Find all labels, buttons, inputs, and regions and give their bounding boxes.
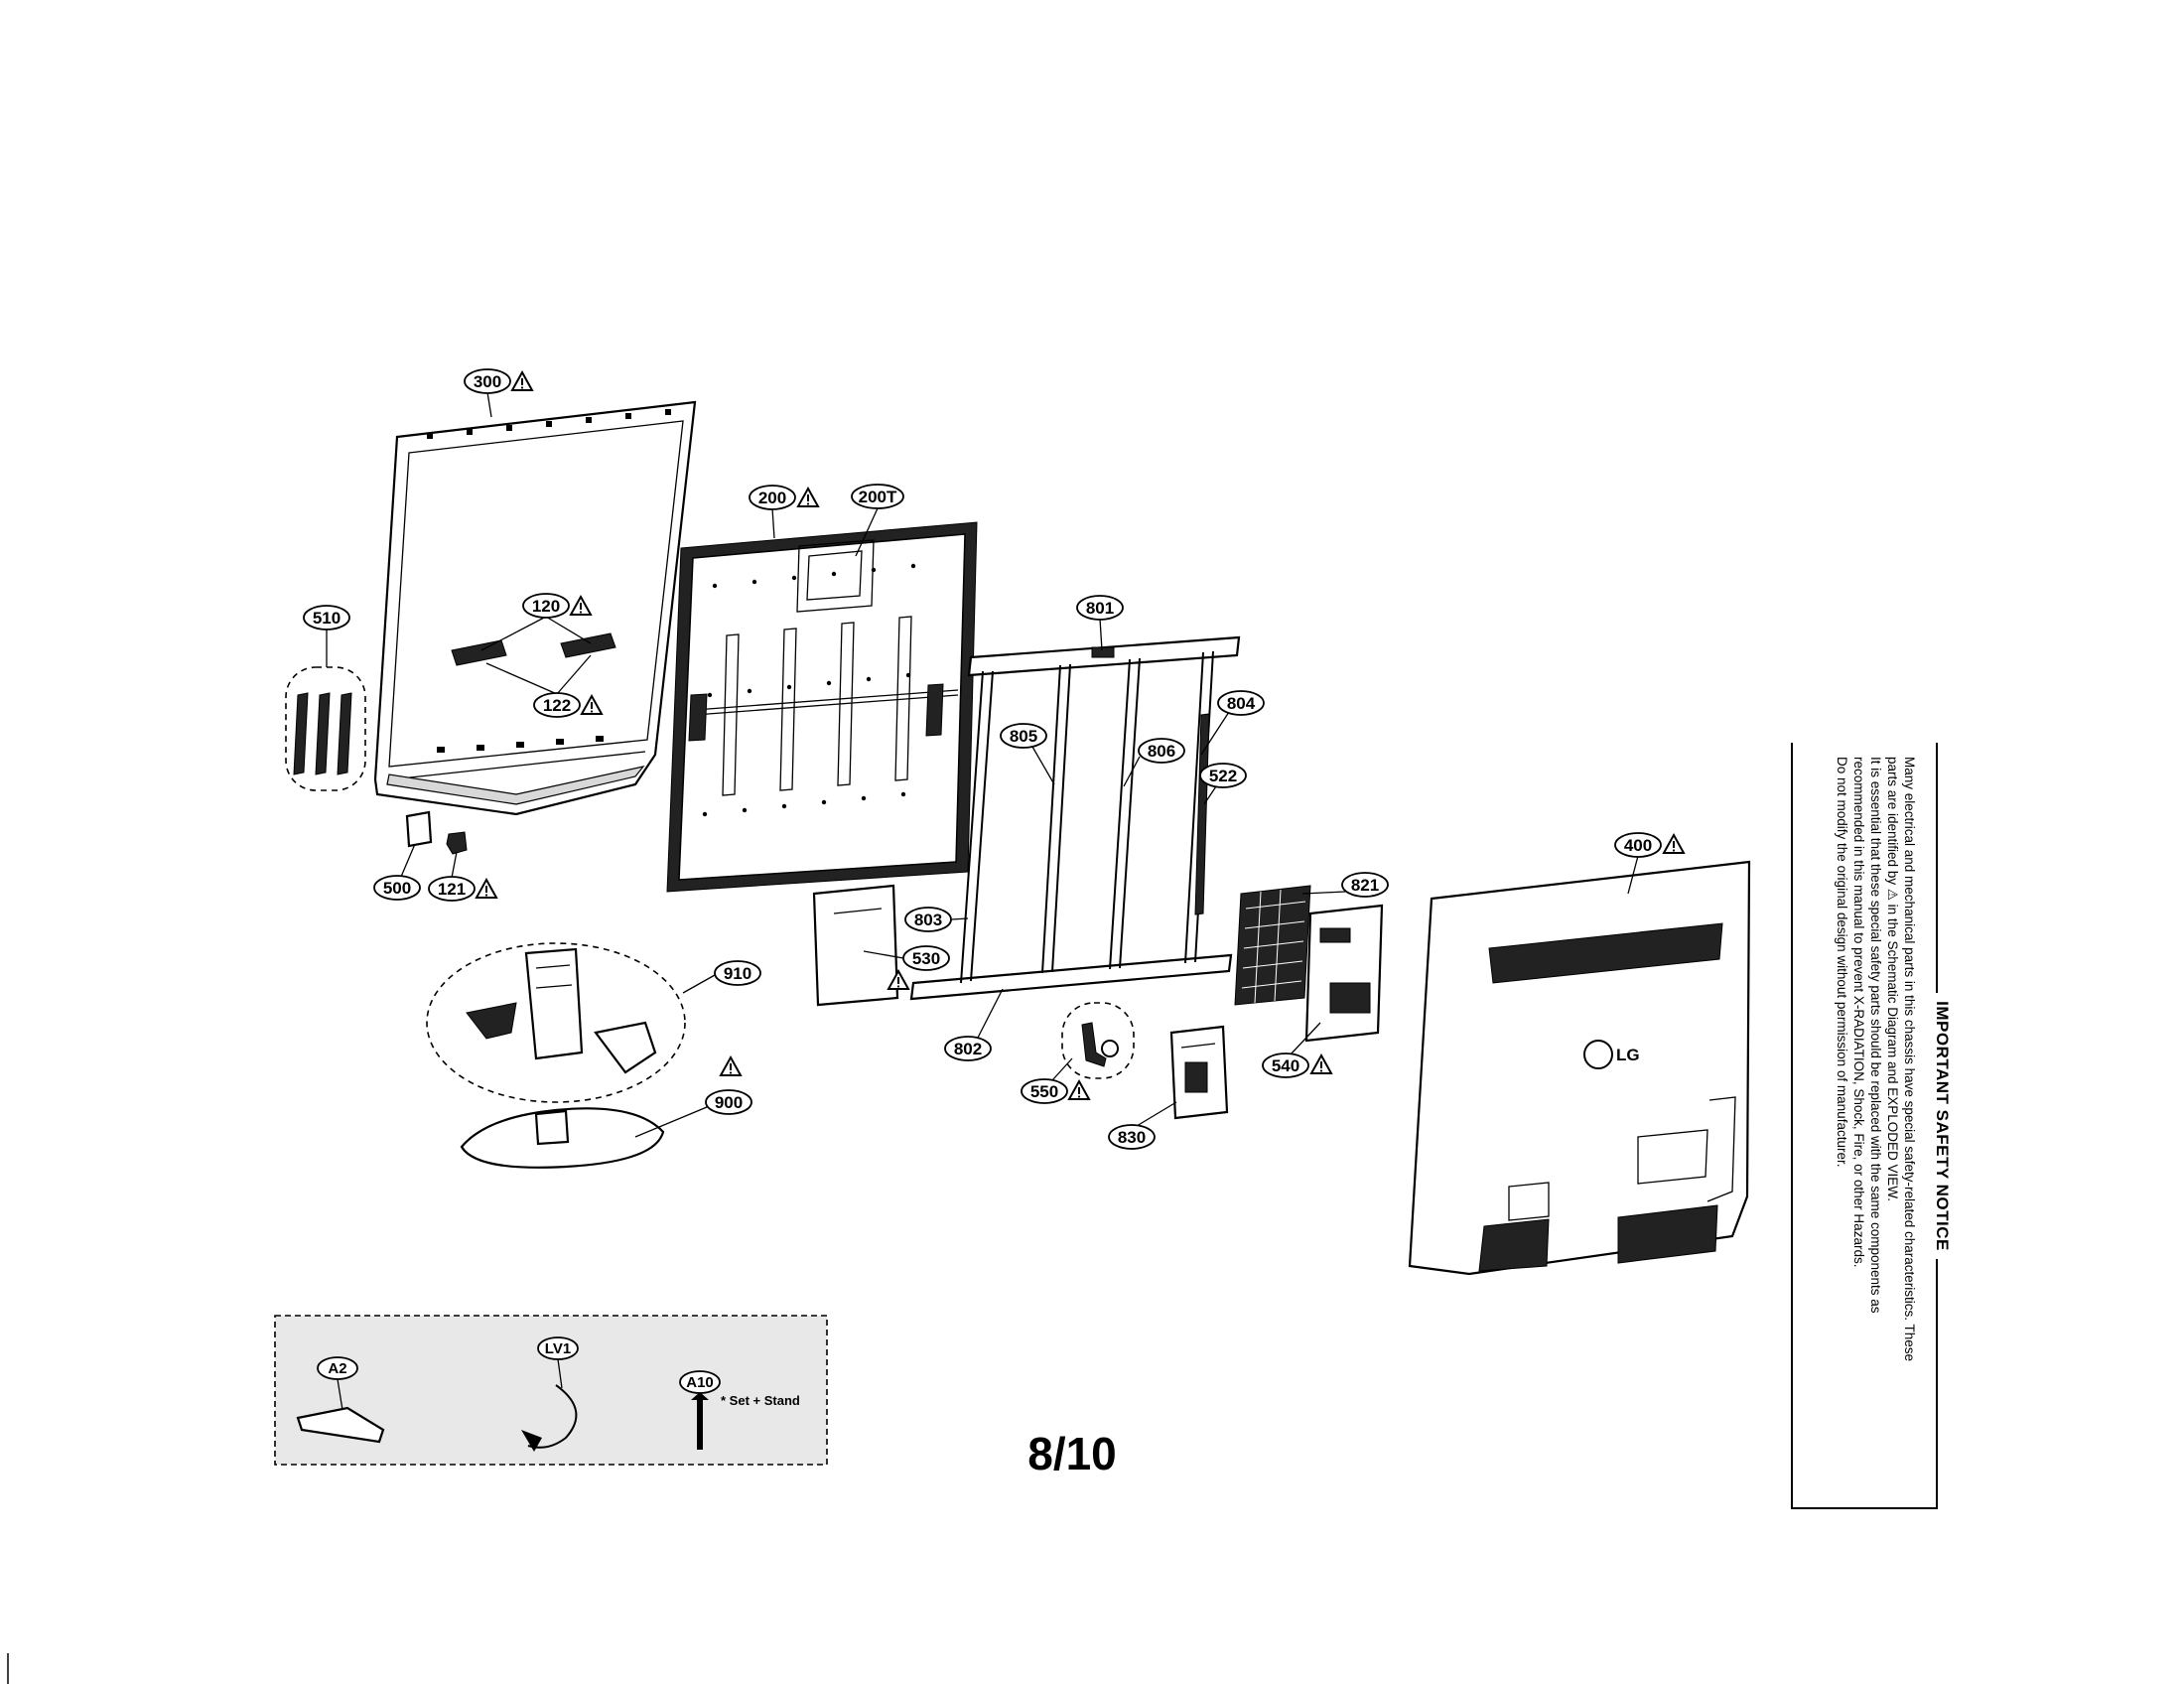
stand-assembly [426,942,686,1169]
svg-text:830: 830 [1118,1128,1146,1147]
svg-text:806: 806 [1148,742,1175,761]
lg-logo: LG [1616,1046,1640,1064]
svg-text:510: 510 [313,609,341,628]
callout-200: 200 [749,485,819,539]
control-buttons-group [285,666,366,791]
svg-text:A10: A10 [686,1374,714,1391]
svg-text:804: 804 [1227,694,1256,713]
callout-821: 821 [1301,872,1389,898]
callout-803: 803 [904,907,969,932]
insulator-sheet [812,884,899,1007]
main-frame [909,635,1241,1001]
power-board [1234,885,1384,1043]
svg-text:900: 900 [715,1093,743,1112]
safety-notice-body: Many electrical and mechanical parts in … [1834,757,1918,1495]
safety-notice-title: IMPORTANT SAFETY NOTICE [1933,993,1952,1259]
power-button [446,831,468,855]
svg-text:LV1: LV1 [545,1340,571,1357]
callout-900: 900 [634,1056,752,1138]
callout-522: 522 [1199,763,1247,805]
page-number: 8/10 [1027,1428,1117,1479]
callout-802: 802 [944,988,1004,1061]
side-bracket [1169,1025,1229,1120]
callout-830: 830 [1108,1101,1177,1150]
safety-notice-box: IMPORTANT SAFETY NOTICE Many electrical … [1791,743,1952,1509]
svg-text:910: 910 [724,964,751,983]
callout-540: 540 [1262,1022,1332,1078]
svg-text:122: 122 [543,696,571,715]
safety-notice-line: recommended in this manual to prevent X-… [1851,757,1866,1268]
callout-120: 120 [480,593,592,651]
svg-text:500: 500 [383,879,411,898]
callout-121: 121 [428,851,497,902]
callout-910: 910 [682,960,761,994]
svg-text:300: 300 [474,372,501,391]
callout-122: 122 [485,654,603,718]
safety-notice-line: Many electrical and mechanical parts in … [1902,757,1917,1362]
back-cover: LG [1408,860,1751,1276]
lcd-module [666,521,978,893]
a10-note: * Set + Stand [721,1393,800,1408]
svg-text:530: 530 [912,949,940,968]
svg-text:200T: 200T [859,488,897,506]
callout-530: 530 [863,945,950,990]
callout-804: 804 [1200,690,1265,756]
svg-text:550: 550 [1030,1082,1058,1101]
callout-a2: A2 [317,1356,358,1411]
svg-text:801: 801 [1086,599,1114,618]
callout-400: 400 [1614,832,1685,895]
callout-200t: 200T [851,484,904,557]
svg-text:120: 120 [532,597,560,616]
svg-text:803: 803 [914,911,942,929]
ir-receiver-board [405,810,433,848]
svg-text:522: 522 [1209,767,1237,785]
safety-notice-line: Do not modify the original design withou… [1835,757,1849,1168]
svg-text:540: 540 [1272,1056,1299,1075]
callout-a10: A10 * Set + Stand [679,1370,800,1408]
callout-500: 500 [373,843,421,901]
callout-550: 550 [1021,1057,1090,1104]
svg-text:400: 400 [1624,836,1652,855]
callout-805: 805 [1000,723,1055,785]
callout-806: 806 [1123,738,1185,787]
svg-text:200: 200 [758,489,786,507]
svg-text:121: 121 [438,880,466,899]
svg-text:A2: A2 [328,1360,346,1377]
callout-801: 801 [1076,595,1124,651]
callout-510: 510 [303,605,350,667]
svg-text:802: 802 [954,1040,982,1058]
svg-text:805: 805 [1010,727,1037,746]
bracket-group [1061,1002,1135,1079]
callout-lv1: LV1 [537,1336,579,1389]
safety-notice-line: It is essential that these special safet… [1868,757,1883,1314]
svg-text:821: 821 [1351,876,1379,895]
safety-notice-line: parts are identified by ⚠ in the Schemat… [1885,757,1900,1202]
callout-300: 300 [464,368,533,418]
